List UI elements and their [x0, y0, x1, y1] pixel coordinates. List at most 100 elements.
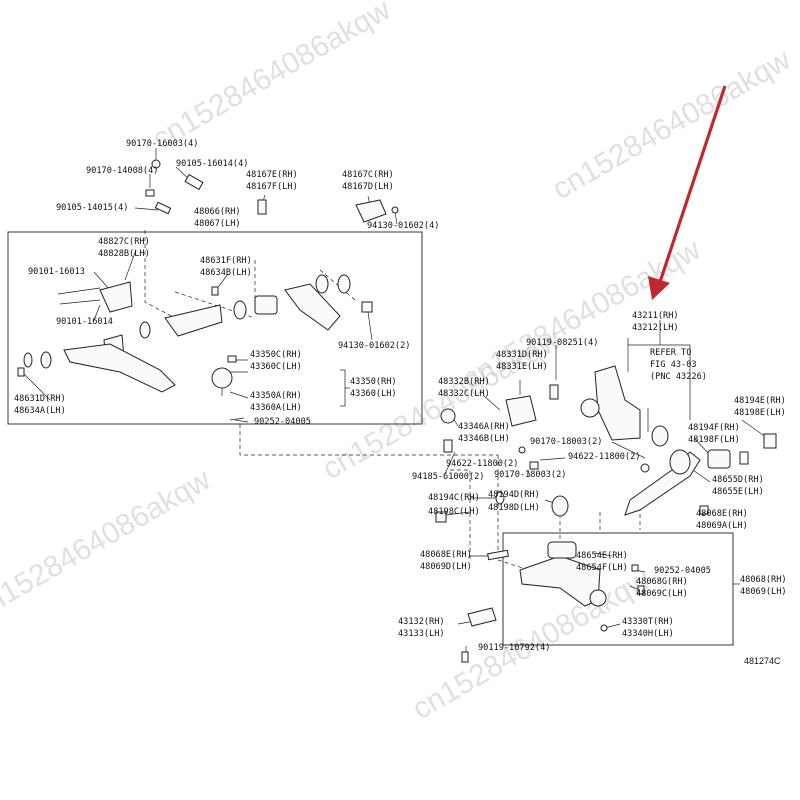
part-label: 48167F(LH): [246, 182, 298, 192]
part-label: 48068G(RH): [636, 577, 688, 587]
nut-shape: [529, 461, 539, 470]
part-label: 90101-16013: [28, 267, 85, 277]
part-label: 43212(LH): [632, 323, 679, 333]
nut-shape: [763, 433, 777, 449]
ball-joint-shape: [589, 589, 607, 607]
part-label: 48069D(LH): [420, 562, 472, 572]
part-label: 43211(RH): [632, 311, 679, 321]
nut-shape: [151, 159, 161, 169]
part-label: 48068E(RH): [696, 509, 748, 519]
part-label: 48167C(RH): [342, 170, 394, 180]
part-label: 48828B(LH): [98, 249, 150, 259]
nut-shape: [640, 463, 650, 473]
part-label: 48332B(RH): [438, 377, 490, 387]
diagram-code: 481274C: [744, 656, 781, 666]
part-label: 90101-16014: [56, 317, 113, 327]
washer-shape: [518, 446, 526, 454]
part-label: 43133(LH): [398, 629, 445, 639]
part-label: 48198C(LH): [428, 507, 480, 517]
part-label: 90105-16014(4): [176, 159, 248, 169]
watermark-text: cn1528464086akqw: [147, 0, 396, 156]
seal-shape: [651, 425, 669, 447]
washer-shape: [739, 451, 749, 465]
part-label: 43330T(RH): [622, 617, 674, 627]
part-label: 48194D(RH): [488, 490, 540, 500]
bracket-shape: [355, 199, 387, 223]
nut-shape: [435, 511, 447, 523]
lower-arm-frame: [502, 532, 734, 646]
part-number-labels: 90170-16003(4) 90105-16014(4) 90170-1400…: [14, 139, 787, 666]
part-label: 94130-01602(2): [338, 341, 410, 351]
part-label: 48332C(LH): [438, 389, 490, 399]
washer-shape: [40, 351, 52, 369]
part-label: 94185-61000(2): [412, 472, 484, 482]
washer-shape: [139, 321, 151, 339]
part-label: 90119-10792(4): [478, 643, 550, 653]
bushing-shape: [254, 295, 278, 315]
part-label: 48827C(RH): [98, 237, 150, 247]
part-label: 48198E(LH): [734, 408, 786, 418]
part-label: 90170-18003(2): [530, 437, 602, 447]
washer-shape: [233, 300, 247, 320]
bushing-shape: [547, 541, 577, 559]
part-label: 43340H(LH): [622, 629, 674, 639]
washer-shape: [600, 624, 608, 632]
part-label: 48634B(LH): [200, 268, 252, 278]
part-label: 48066(RH): [194, 207, 241, 217]
washer-shape: [23, 352, 33, 368]
part-label: 90119-08251(4): [526, 338, 598, 348]
part-label: 48167D(LH): [342, 182, 394, 192]
watermark-text: cn1528464086akqw: [0, 463, 216, 626]
part-label: 48655E(LH): [712, 487, 764, 497]
part-label: 48198F(LH): [688, 435, 740, 445]
ball-joint-shape: [211, 367, 233, 389]
part-label: 90105-14015(4): [56, 203, 128, 213]
part-label: 43360A(LH): [250, 403, 302, 413]
bushing-shape: [707, 449, 731, 469]
part-label: 94622-11800(2): [446, 459, 518, 469]
part-label: 48631D(RH): [14, 394, 66, 404]
part-label: 48069C(LH): [636, 589, 688, 599]
bolt-shape: [154, 201, 172, 215]
part-label: 43132(RH): [398, 617, 445, 627]
washer-shape: [337, 274, 351, 294]
part-label: 90170-16003(4): [126, 139, 198, 149]
refer-note-line: REFER TO: [650, 348, 691, 358]
part-label: 48634A(LH): [14, 406, 66, 416]
nut-shape: [699, 505, 709, 515]
washer-shape: [315, 274, 329, 294]
leader-lines: [21, 148, 771, 658]
part-label: 43350C(RH): [250, 350, 302, 360]
part-label: 43350A(RH): [250, 391, 302, 401]
part-label: 48194E(RH): [734, 396, 786, 406]
part-label: 48067(LH): [194, 219, 241, 229]
part-label: 43350(RH): [350, 377, 397, 387]
part-label: 48331E(LH): [496, 362, 548, 372]
part-label: 48198D(LH): [488, 503, 540, 513]
bolt-shape: [461, 651, 469, 663]
part-label: 48069A(LH): [696, 521, 748, 531]
nut-shape: [227, 355, 237, 363]
part-label: 43346B(LH): [458, 434, 510, 444]
pointer-arrow: [648, 85, 727, 300]
part-label: 90252-04005: [654, 566, 711, 576]
part-label: 48654F(LH): [576, 563, 628, 573]
part-label: 94130-01602(4): [367, 221, 439, 231]
part-label: 48631F(RH): [200, 256, 252, 266]
part-label: 90252-04005: [254, 417, 311, 427]
part-label: 90170-14008(4): [86, 166, 158, 176]
part-label: 48167E(RH): [246, 170, 298, 180]
bolt-shape: [184, 173, 204, 191]
part-label: 48331D(RH): [496, 350, 548, 360]
part-label: 43360(LH): [350, 389, 397, 399]
knuckle-shape: [594, 365, 641, 441]
bolt-shape: [487, 549, 509, 561]
nut-shape: [361, 301, 373, 313]
nut-shape: [391, 206, 399, 214]
linkage-shape: [164, 304, 223, 337]
part-label: 43346A(RH): [458, 422, 510, 432]
part-label: 90170-18003(2): [494, 470, 566, 480]
dashed-guides: [144, 230, 641, 581]
